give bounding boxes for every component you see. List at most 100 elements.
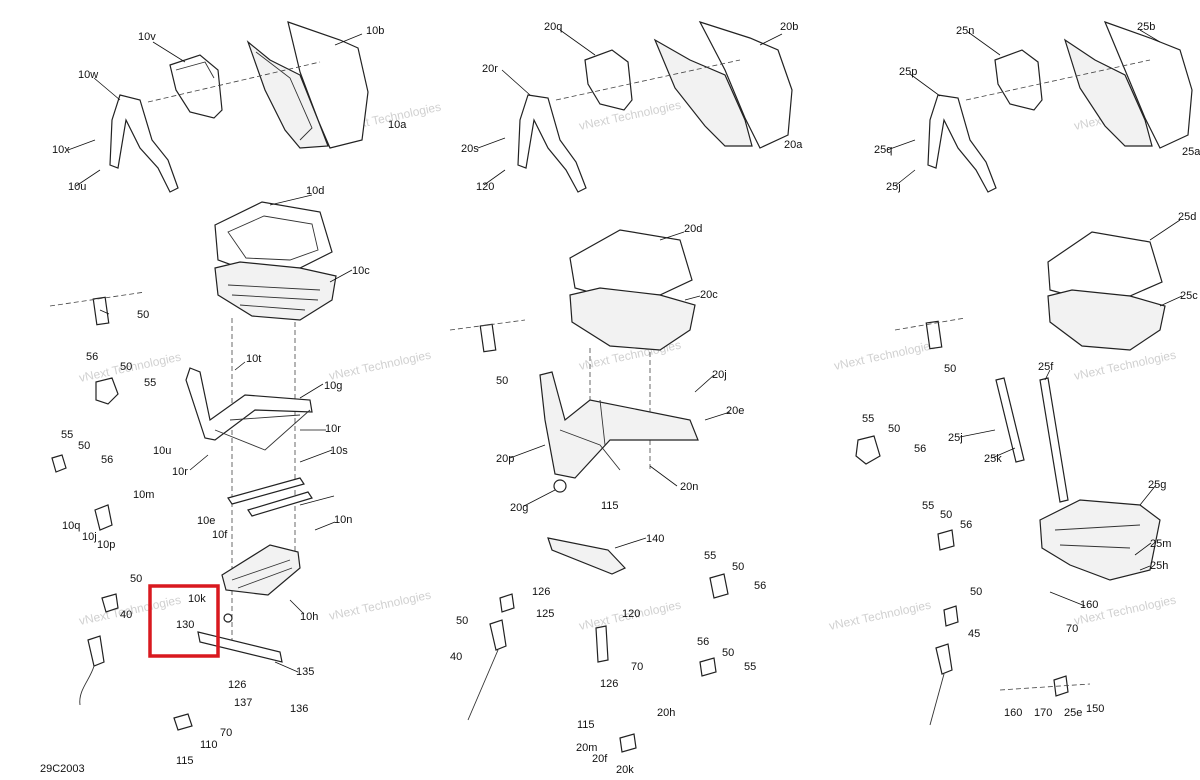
part-label: 25n <box>956 25 974 37</box>
damper-50 <box>479 323 497 353</box>
part-label: 55 <box>144 377 156 389</box>
part-label: 70 <box>631 661 643 673</box>
part-label: 10t <box>246 353 261 365</box>
part-label: 50 <box>722 647 734 659</box>
anchor-25e <box>1053 675 1069 697</box>
part-label: 25e <box>1064 707 1082 719</box>
leader-line <box>477 29 783 549</box>
part-label: 56 <box>754 580 766 592</box>
part-label: 25q <box>874 144 892 156</box>
seat-base-10c <box>214 261 337 321</box>
part-label: 115 <box>176 755 194 767</box>
part-label: 56 <box>86 351 98 363</box>
seat-frame-tubes <box>559 399 621 471</box>
rail-25j <box>995 377 1025 463</box>
watermark: vNext Technologies <box>833 338 937 373</box>
part-label: 25k <box>984 453 1002 465</box>
seat-belt-strap <box>79 665 95 706</box>
part-label: 55 <box>744 661 756 673</box>
part-label: 50 <box>456 615 468 627</box>
part-label: 25b <box>1137 21 1155 33</box>
part-label: 10j <box>82 531 97 543</box>
part-label: 20q <box>544 21 562 33</box>
headrest-frame-20r <box>517 94 587 193</box>
part-label: 10u <box>153 445 171 457</box>
part-label: 70 <box>220 727 232 739</box>
part-label: 50 <box>496 375 508 387</box>
assembly-line <box>555 59 741 101</box>
headrest-frame-25p <box>927 94 997 193</box>
headrest-frame-10w <box>109 94 179 193</box>
bracket-140 <box>547 537 627 575</box>
part-label: 10x <box>52 144 70 156</box>
seat-cushion-10d <box>214 201 333 269</box>
belt-latch-50 <box>943 605 959 627</box>
part-label: 20m <box>576 742 597 754</box>
clip-110 <box>173 713 193 731</box>
drawing-code: 29C2003 <box>40 763 85 775</box>
seat-back-frame-20a <box>653 38 753 147</box>
bracket-10q <box>51 454 67 473</box>
part-label: 25a <box>1182 146 1200 158</box>
part-label: 10k <box>188 593 206 605</box>
labels-column-3: 25n 25b 25p 25q 25a 25j 25d 25c 50 25f 5… <box>862 21 1200 719</box>
latch-50 <box>937 529 955 551</box>
part-label: 56 <box>960 519 972 531</box>
seat-belt-45 <box>935 643 953 675</box>
part-label: 55 <box>704 550 716 562</box>
damper-50 <box>925 320 943 350</box>
part-label: 10h <box>300 611 318 623</box>
slide-rail-10e <box>227 477 305 505</box>
part-label: 25h <box>1150 560 1168 572</box>
seat-back-shell-20b <box>698 20 793 149</box>
part-label: 137 <box>234 697 252 709</box>
part-label: 10f <box>212 529 228 541</box>
seat-frame-10g <box>185 367 313 441</box>
part-label: 10a <box>388 119 407 131</box>
part-label: 20e <box>726 405 744 417</box>
damper-50 <box>92 296 110 326</box>
part-label: 115 <box>577 719 595 731</box>
part-label: 50 <box>888 423 900 435</box>
part-label: 20g <box>510 502 528 514</box>
part-label: 20b <box>780 21 798 33</box>
part-label: 25m <box>1150 538 1171 550</box>
base-ribs <box>227 284 321 311</box>
part-label: 25f <box>1038 361 1054 373</box>
part-label: 10g <box>324 380 342 392</box>
seat-belt-strap <box>929 673 945 726</box>
seat-base-25c <box>1047 289 1166 351</box>
column-2-parts <box>449 20 793 753</box>
part-label: 10b <box>366 25 384 37</box>
part-label: 56 <box>697 636 709 648</box>
part-label: 20f <box>592 753 608 765</box>
part-label: 25d <box>1178 211 1196 223</box>
part-label: 25j <box>948 432 963 444</box>
fastener-line <box>449 319 526 331</box>
part-label: 55 <box>922 500 934 512</box>
labels-column-2: 20q 20b 20r 20s 20a 120 20d 20c 50 20j 2… <box>450 21 803 776</box>
column-3-parts <box>855 20 1193 726</box>
part-label: 135 <box>296 666 314 678</box>
part-label: 20n <box>680 481 698 493</box>
part-label: 50 <box>130 573 142 585</box>
part-label: 110 <box>200 739 218 751</box>
part-label: 20r <box>482 63 498 75</box>
seat-cushion-25d <box>1047 231 1163 297</box>
belt-latch-50 <box>499 593 515 613</box>
seat-back-cushion-10v <box>169 54 223 119</box>
part-label: 10e <box>197 515 215 527</box>
part-label: 10v <box>138 31 156 43</box>
seat-cushion-20d <box>569 229 693 296</box>
watermark: vNext Technologies <box>328 588 432 623</box>
part-label: 50 <box>137 309 149 321</box>
seat-latch-50 <box>95 377 119 405</box>
part-label: 20c <box>700 289 718 301</box>
seat-belt-40 <box>87 635 105 667</box>
part-label: 10p <box>97 539 115 551</box>
clip-20h <box>619 733 637 753</box>
part-label: 10d <box>306 185 324 197</box>
part-label: 136 <box>290 703 308 715</box>
shell-inner-line <box>255 51 313 141</box>
part-label: 50 <box>78 440 90 452</box>
